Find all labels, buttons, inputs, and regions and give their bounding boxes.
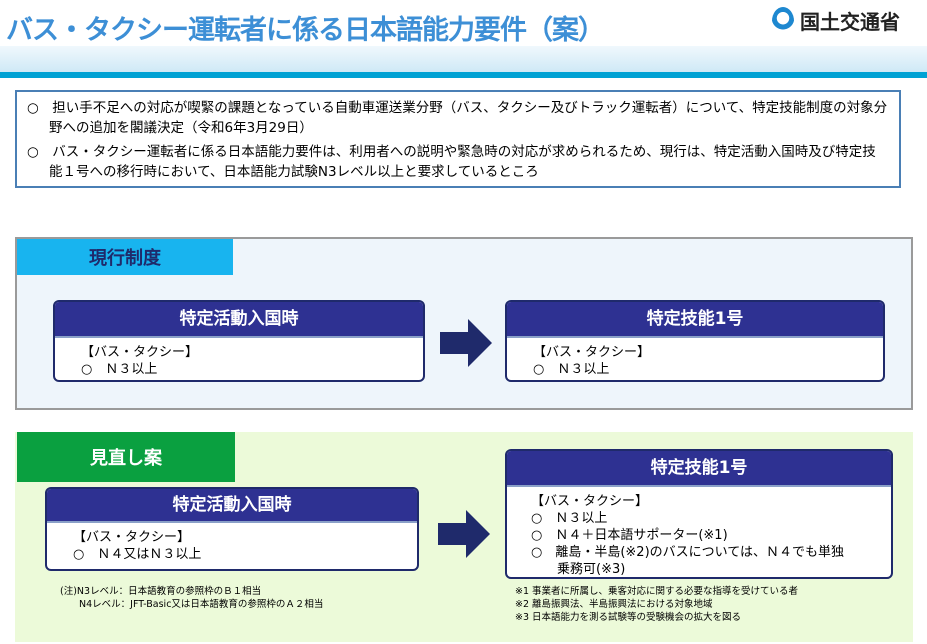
logo-text: 国土交通省 bbox=[800, 10, 900, 34]
box-line: ○ 離島・半島(※2)のバスについては、Ｎ４でも単独 bbox=[531, 545, 845, 560]
box-line: 【バス・タクシー】 bbox=[533, 345, 651, 360]
arrow-right-icon bbox=[438, 510, 490, 558]
ministry-logo: 国土交通省 bbox=[772, 6, 900, 35]
section-label: 現行制度 bbox=[17, 239, 233, 275]
skill-box: 特定技能1号 【バス・タクシー】 ○ Ｎ３以上 ○ Ｎ４＋日本語サポーター(※1) ○… bbox=[505, 449, 893, 579]
note-line: N4レベル：JFT-Basic又は日本語教育の参照枠のＡ２相当 bbox=[60, 599, 324, 610]
box-header: 特定技能1号 bbox=[507, 451, 891, 487]
note-line: ※1 事業者に所属し、乗客対応に関する必要な指導を受けている者 bbox=[515, 586, 799, 597]
box-line: ○ Ｎ３以上 bbox=[531, 511, 608, 526]
page-title: バス・タクシー運転者に係る日本語能力要件（案） bbox=[6, 15, 605, 46]
box-line: ○ Ｎ４又はＮ３以上 bbox=[73, 547, 202, 562]
arrow-right-icon bbox=[440, 319, 492, 367]
header-bar bbox=[0, 72, 927, 78]
box-line: 乗務可(※3) bbox=[531, 562, 626, 577]
logo-icon bbox=[772, 6, 794, 35]
header-band bbox=[0, 46, 927, 72]
box-line: ○ Ｎ３以上 bbox=[533, 362, 610, 377]
note-line: ※3 日本語能力を測る試験等の受験機会の拡大を図る bbox=[515, 612, 742, 623]
summary-item: ○ バス・タクシー運転者に係る日本語能力要件は、利用者への説明や緊急時の対応が求… bbox=[27, 144, 876, 180]
notes-right: ※1 事業者に所属し、乗客対応に関する必要な指導を受けている者 ※2 離島振興法、… bbox=[515, 585, 798, 624]
box-header: 特定活動入国時 bbox=[47, 489, 417, 523]
note-line: ※2 離島振興法、半島振興法における対象地域 bbox=[515, 599, 713, 610]
box-line: 【バス・タクシー】 bbox=[531, 494, 649, 509]
box-line: 【バス・タクシー】 bbox=[81, 345, 199, 360]
section-label: 見直し案 bbox=[17, 432, 235, 482]
box-header: 特定技能1号 bbox=[507, 302, 883, 338]
box-line: ○ Ｎ４＋日本語サポーター(※1) bbox=[531, 528, 728, 543]
note-line: (注)N3レベル：日本語教育の参照枠のＢ１相当 bbox=[60, 586, 262, 597]
summary-item: ○ 担い手不足への対応が喫緊の課題となっている自動車運送業分野（バス、タクシー及… bbox=[27, 100, 888, 136]
proposal-section: 見直し案 特定活動入国時 【バス・タクシー】 ○ Ｎ４又はＮ３以上 特定技能1号 … bbox=[15, 432, 913, 642]
current-system-section: 現行制度 特定活動入国時 【バス・タクシー】 ○ Ｎ３以上 特定技能1号 【バス・… bbox=[15, 237, 913, 410]
box-header: 特定活動入国時 bbox=[55, 302, 423, 338]
skill-box: 特定技能1号 【バス・タクシー】 ○ Ｎ３以上 bbox=[505, 300, 885, 382]
box-line: 【バス・タクシー】 bbox=[73, 530, 191, 545]
entry-box: 特定活動入国時 【バス・タクシー】 ○ Ｎ３以上 bbox=[53, 300, 425, 382]
notes-left: (注)N3レベル：日本語教育の参照枠のＢ１相当 N4レベル：JFT-Basic又… bbox=[60, 585, 323, 611]
box-line: ○ Ｎ３以上 bbox=[81, 362, 158, 377]
entry-box: 特定活動入国時 【バス・タクシー】 ○ Ｎ４又はＮ３以上 bbox=[45, 487, 419, 571]
summary-box: ○ 担い手不足への対応が喫緊の課題となっている自動車運送業分野（バス、タクシー及… bbox=[15, 90, 901, 188]
